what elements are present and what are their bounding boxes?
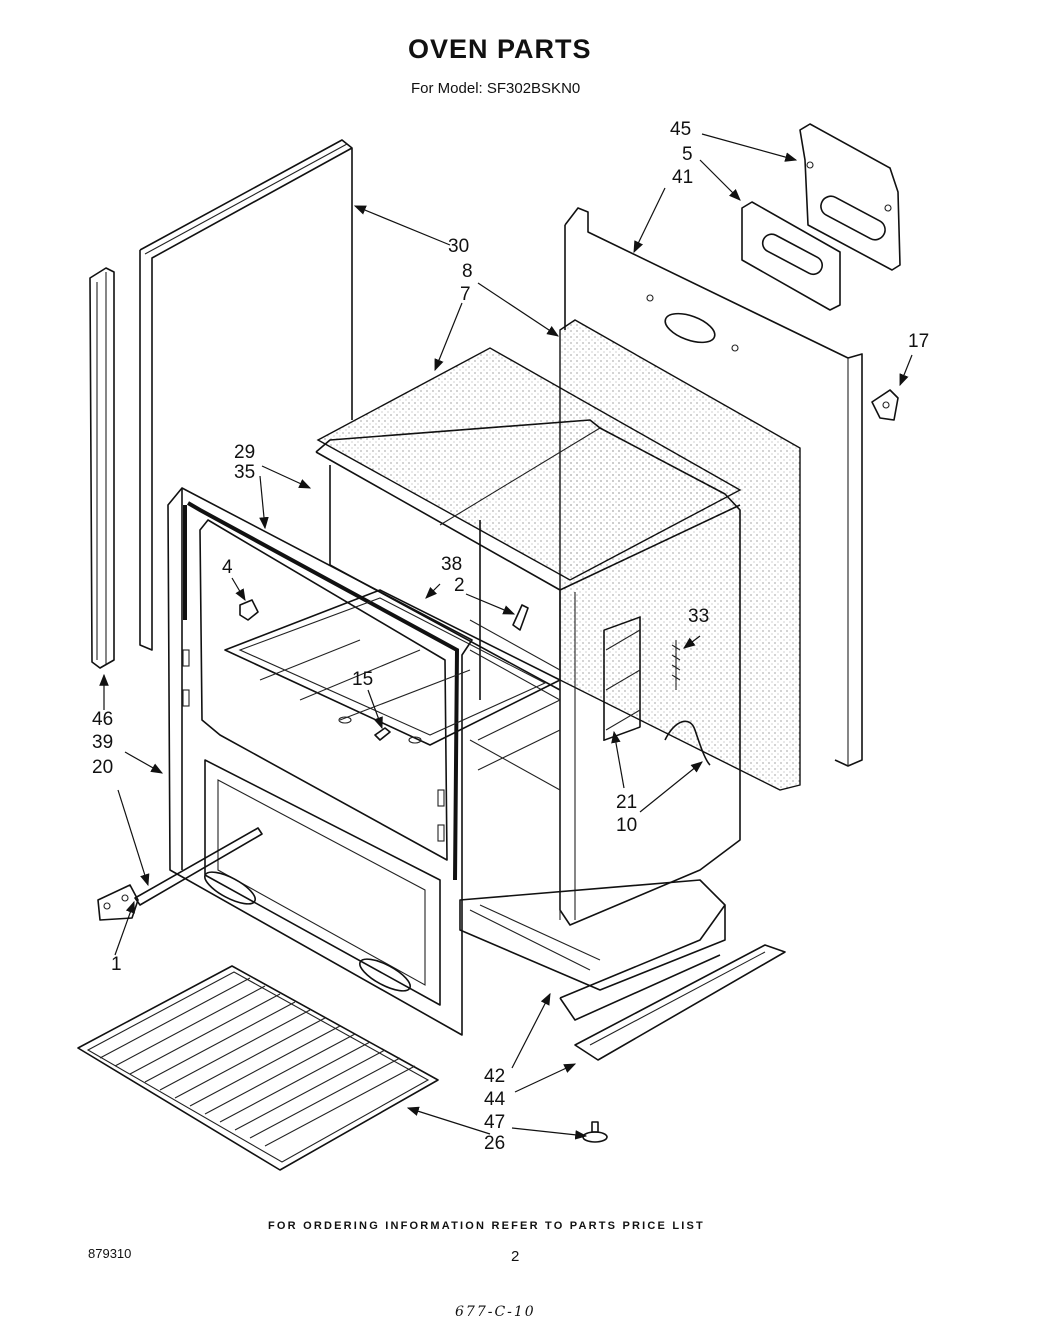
page-number: 2 <box>511 1248 520 1265</box>
ordering-note: FOR ORDERING INFORMATION REFER TO PARTS … <box>268 1220 705 1232</box>
door-trim-strip-part <box>89 267 115 669</box>
front-frame-part <box>167 487 473 1036</box>
callout-33: 33 <box>688 606 710 627</box>
callout-29: 29 <box>234 442 256 463</box>
wire-part <box>664 720 711 766</box>
vent-bracket-part <box>799 123 901 271</box>
callout-15: 15 <box>352 669 374 690</box>
document-number: 879310 <box>88 1246 132 1261</box>
callout-8: 8 <box>462 261 473 282</box>
handwritten-note: 677-C-10 <box>455 1304 536 1320</box>
callout-17: 17 <box>908 331 930 352</box>
vent-plate-part <box>741 201 841 311</box>
oven-cavity-liner <box>315 419 741 991</box>
callout-4: 4 <box>222 557 233 578</box>
callout-20: 20 <box>92 757 114 778</box>
callout-7: 7 <box>460 284 471 305</box>
leveling-leg-part <box>582 1121 608 1143</box>
rear-panel-part <box>564 207 863 767</box>
callout-45: 45 <box>670 119 692 140</box>
oven-rack-part <box>77 965 439 1171</box>
callout-47: 47 <box>484 1112 506 1133</box>
callout-39: 39 <box>92 732 114 753</box>
model-subtitle: For Model: SF302BSKN0 <box>411 80 581 97</box>
bottom-tray-part <box>559 904 786 1061</box>
callout-1: 1 <box>111 954 122 975</box>
callout-26: 26 <box>484 1133 506 1154</box>
callout-5: 5 <box>682 144 693 165</box>
callout-41: 41 <box>672 167 694 188</box>
callout-30: 30 <box>448 236 470 257</box>
sensor-clip-part <box>374 727 391 741</box>
rack-slide-part <box>97 827 263 921</box>
callout-35: 35 <box>234 462 256 483</box>
bracket-part <box>512 604 529 631</box>
clip-part <box>239 599 259 621</box>
callout-46: 46 <box>92 709 114 730</box>
callout-38: 38 <box>441 554 463 575</box>
callout-42: 42 <box>484 1066 506 1087</box>
page-title: OVEN PARTS <box>408 34 592 64</box>
callout-21: 21 <box>616 792 638 813</box>
side-bracket-part <box>871 389 899 421</box>
callout-10: 10 <box>616 815 638 836</box>
broiler-shelf-part <box>224 589 561 746</box>
side-panel-part <box>139 139 353 651</box>
leader-arrows <box>99 133 913 1140</box>
callout-2: 2 <box>454 575 465 596</box>
oven-top-insulation-part <box>316 347 742 581</box>
spring-part <box>671 640 681 690</box>
callout-44: 44 <box>484 1089 506 1110</box>
